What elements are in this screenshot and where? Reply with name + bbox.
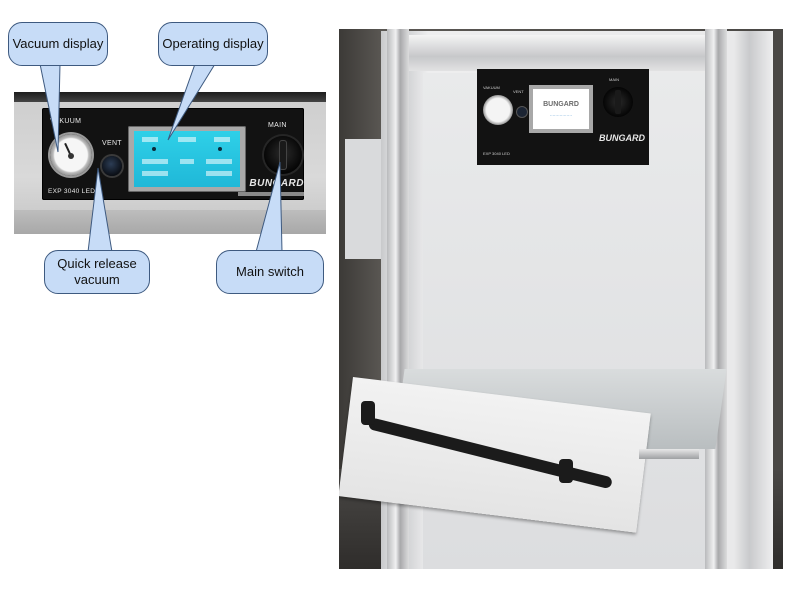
vacuum-pointer (39, 63, 61, 153)
mini-vent-label: VENT (513, 89, 524, 94)
screen-cell (142, 159, 168, 164)
vacuum-gauge (50, 134, 92, 176)
screen-cell (206, 171, 232, 176)
mini-model-label: EXP 3040 LED (483, 151, 510, 156)
mini-screen-brand: BUNGARD (543, 101, 579, 108)
vakuum-label: VAKUUM (50, 118, 82, 125)
mini-main-switch-knob[interactable] (615, 90, 621, 114)
top-beam (387, 35, 727, 71)
screen-cell (142, 137, 158, 142)
operating-screen-bezel (128, 126, 246, 192)
screen-cell (178, 137, 196, 142)
vent-button[interactable] (102, 156, 122, 176)
mini-brand-logo: BUNGARD (599, 133, 645, 143)
screen-cell (142, 171, 168, 176)
drawer-handle-end-right[interactable] (559, 459, 573, 483)
screen-cell (180, 159, 194, 164)
screen-dot (152, 147, 156, 151)
main-switch-pointer (255, 161, 283, 253)
callout-vacuum-display: Vacuum display (8, 22, 108, 66)
quick-release-pointer (87, 167, 113, 253)
main-switch[interactable] (264, 136, 302, 174)
screen-cell (214, 137, 230, 142)
top-rail (14, 92, 326, 102)
drawer-handle-end-left[interactable] (361, 401, 375, 425)
cabinet-photo: VAKUUM VENT MAIN EXP 3040 LED BUNGARD ..… (339, 29, 783, 569)
main-switch-knob[interactable] (279, 140, 287, 170)
mini-main-label: MAIN (609, 77, 619, 82)
mini-vacuum-gauge (483, 95, 513, 125)
mounted-control-panel: VAKUUM VENT MAIN EXP 3040 LED BUNGARD ..… (477, 69, 649, 165)
operating-pointer (167, 63, 216, 141)
model-label: EXP 3040 LED (48, 188, 96, 195)
drawer-slide-rail (639, 449, 699, 459)
control-panel-closeup: VAKUUM VENT MAIN EXP 3040 LED (14, 92, 326, 234)
screen-cell (206, 159, 232, 164)
callout-operating-display: Operating display (158, 22, 268, 66)
gauge-hub (68, 153, 74, 159)
mini-main-switch[interactable] (603, 87, 633, 117)
callout-quick-release: Quick release vacuum (44, 250, 150, 294)
vent-label: VENT (102, 140, 122, 147)
mini-operating-screen[interactable]: BUNGARD ................ (529, 85, 593, 133)
main-label: MAIN (268, 122, 287, 129)
mini-screen-subtext: ................ (549, 112, 573, 118)
mini-vakuum-label: VAKUUM (483, 85, 500, 90)
frame-post-right (705, 29, 727, 569)
mini-vent-button[interactable] (517, 107, 527, 117)
callout-main-switch: Main switch (216, 250, 324, 294)
screen-dot (218, 147, 222, 151)
operating-screen[interactable] (134, 131, 240, 187)
mini-screen-content: BUNGARD ................ (533, 89, 589, 129)
